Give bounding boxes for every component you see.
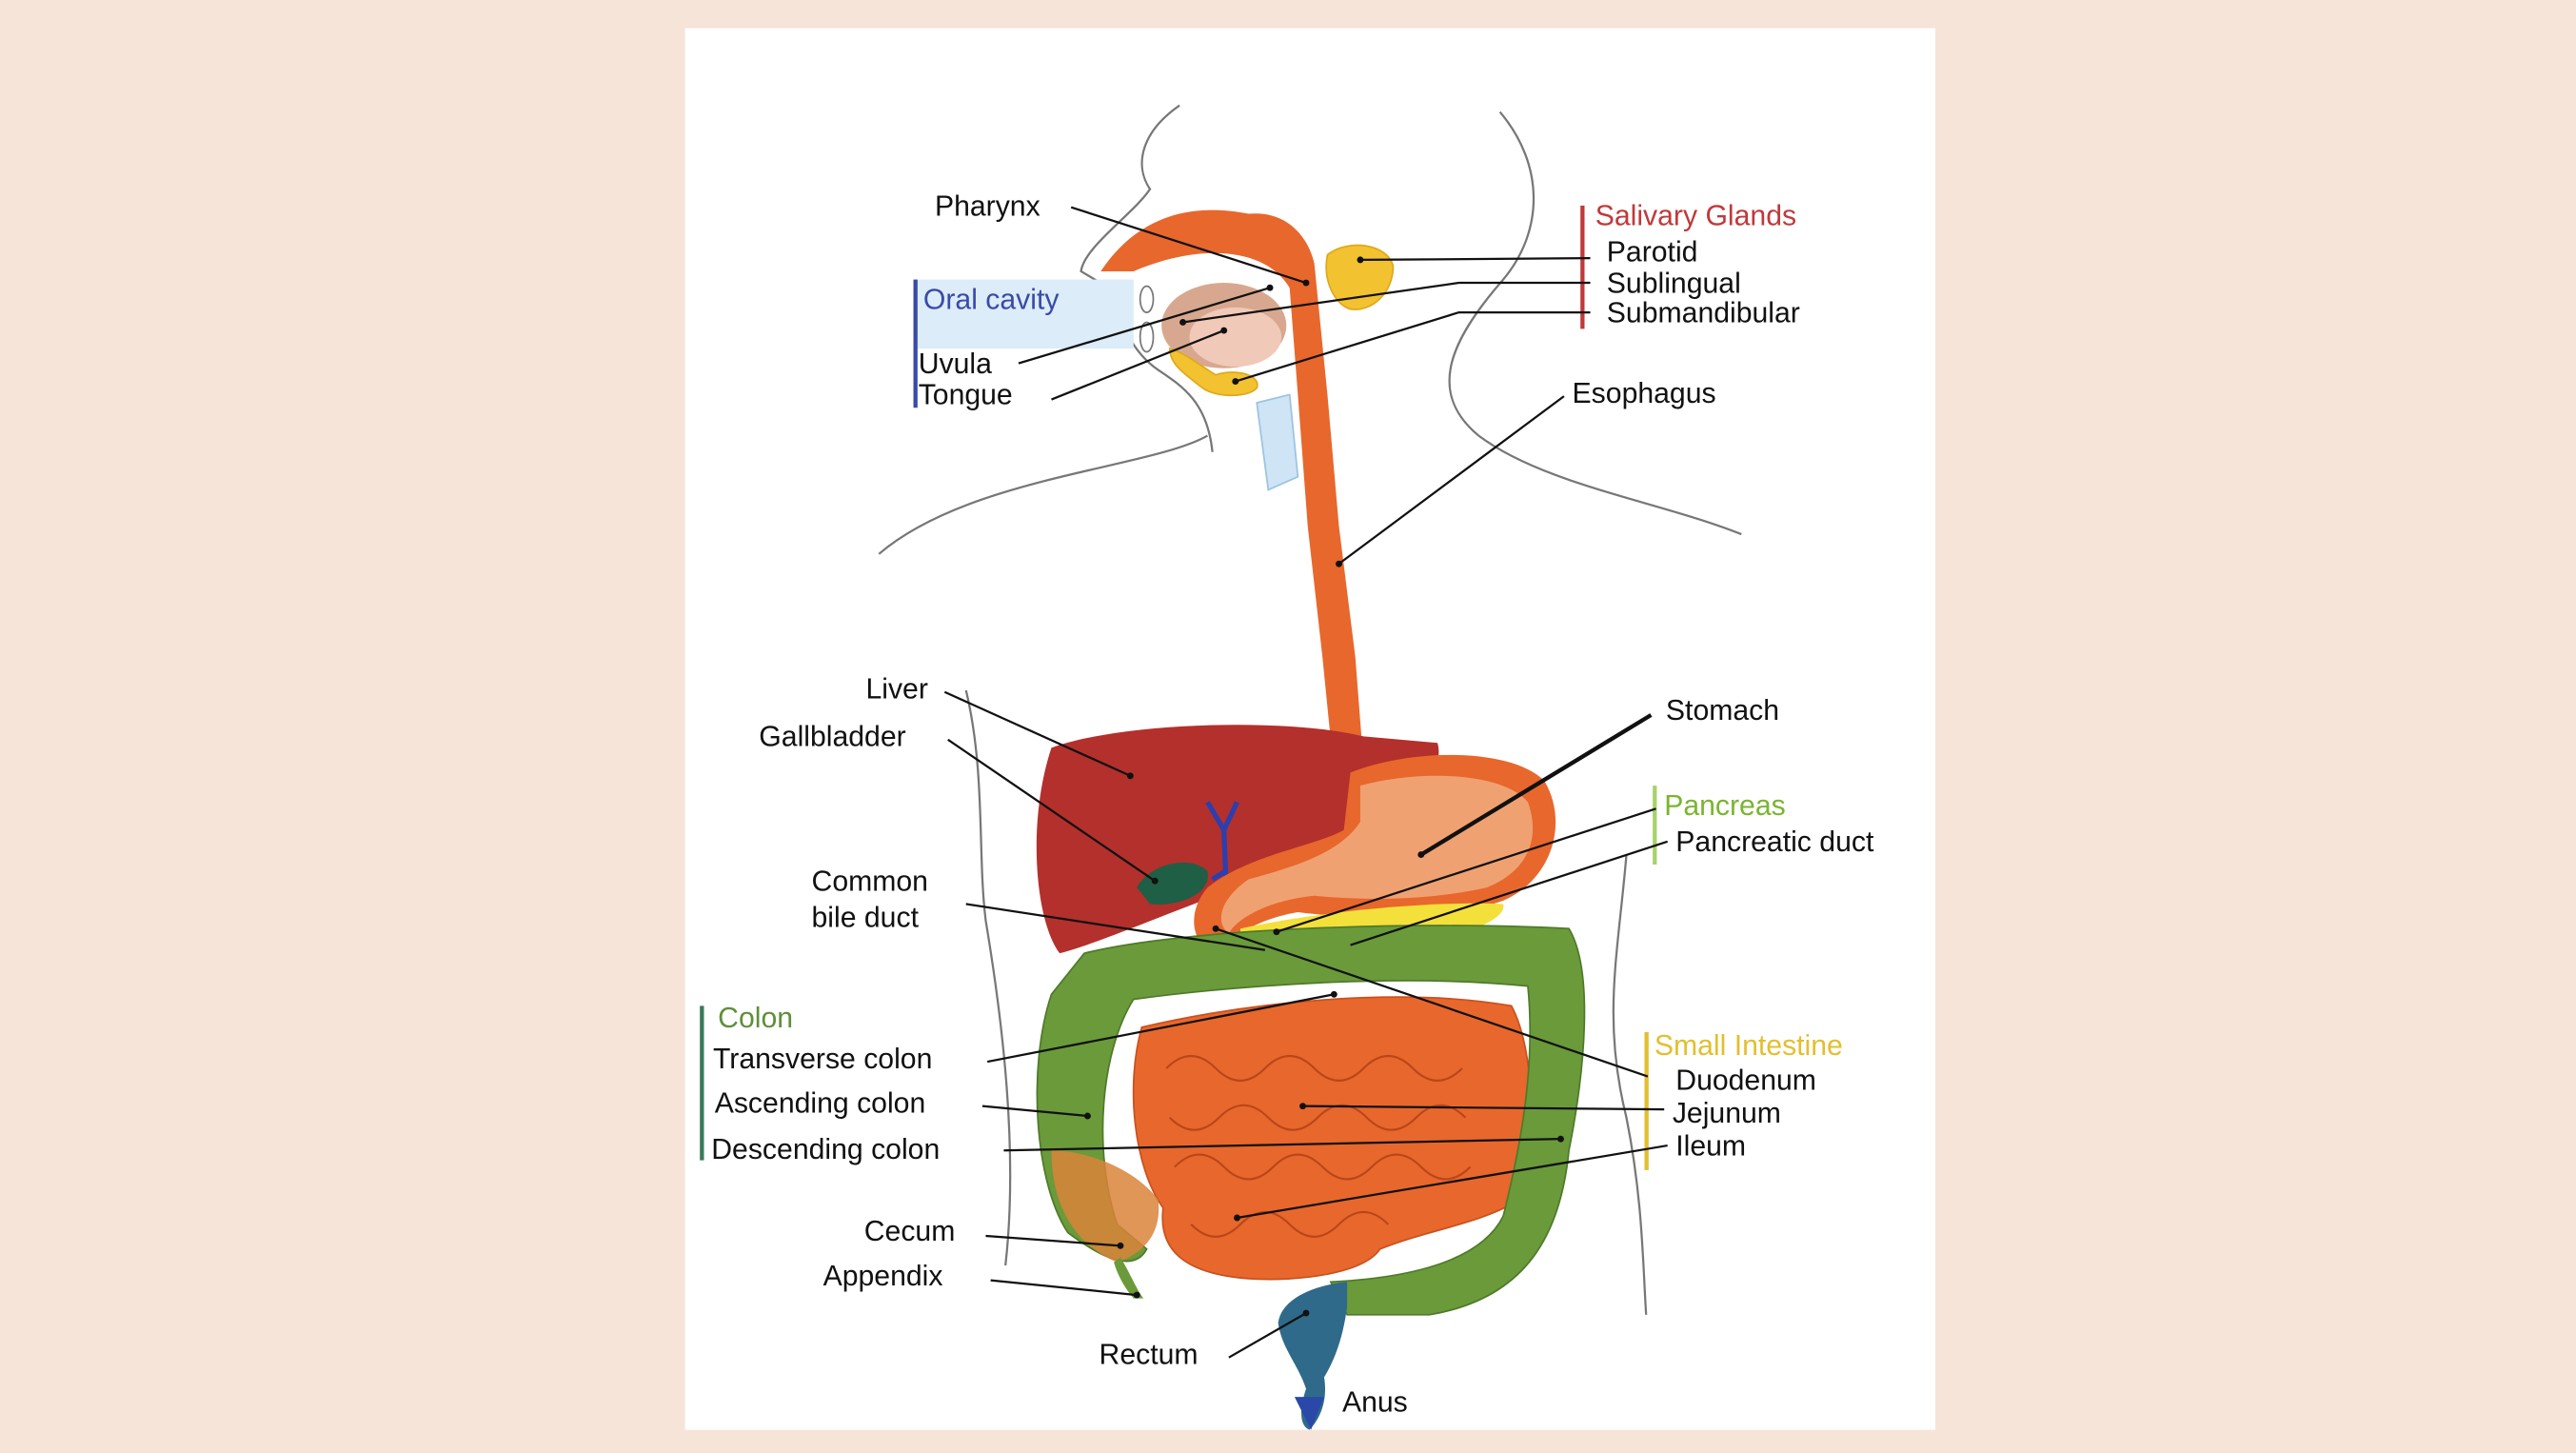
colon-bar (700, 1005, 704, 1161)
label-liver: Liver (865, 674, 927, 706)
label-pancreatic-duct: Pancreatic duct (1675, 826, 1874, 858)
lip-upper (1139, 285, 1155, 313)
pancreas-bar (1653, 786, 1657, 865)
label-ascending-colon: Ascending colon (715, 1088, 926, 1120)
label-rectum: Rectum (1100, 1340, 1199, 1371)
label-tongue: Tongue (919, 380, 1013, 411)
label-anus: Anus (1342, 1387, 1408, 1419)
salivary-glands-bar (1580, 205, 1585, 329)
label-oral-cavity: Oral cavity (923, 285, 1060, 316)
label-ileum: Ileum (1675, 1130, 1746, 1162)
label-duodenum: Duodenum (1675, 1065, 1816, 1096)
small-intestine-bar (1644, 1031, 1649, 1170)
stomach-inner (1220, 775, 1534, 934)
appendix (1114, 1257, 1144, 1299)
small-intestine (1132, 996, 1533, 1281)
liver (1036, 725, 1439, 954)
label-gallbladder: Gallbladder (759, 722, 905, 753)
label-pancreas: Pancreas (1664, 790, 1786, 822)
label-submandibular: Submandibular (1607, 297, 1800, 328)
label-common-bile-duct-line2: bile duct (812, 903, 920, 934)
leader-lines (943, 206, 1668, 1359)
label-sublingual: Sublingual (1607, 268, 1741, 299)
label-common-bile-duct-line1: Common (812, 866, 928, 898)
label-salivary-glands: Salivary Glands (1595, 201, 1796, 232)
pharynx-esophagus (1100, 209, 1374, 830)
label-small-intestine: Small Intestine (1655, 1030, 1843, 1062)
label-esophagus: Esophagus (1573, 378, 1716, 409)
colon (1036, 925, 1586, 1316)
oral-cavity-highlight (915, 279, 1134, 349)
label-stomach: Stomach (1666, 695, 1779, 726)
label-cecum: Cecum (864, 1216, 956, 1247)
tongue-shape-inner (1189, 307, 1282, 368)
oral-cavity-bar (913, 279, 918, 408)
label-uvula: Uvula (919, 348, 992, 380)
label-parotid: Parotid (1607, 237, 1698, 269)
trachea (1256, 393, 1299, 491)
label-descending-colon: Descending colon (711, 1134, 940, 1165)
parotid-gland (1325, 244, 1395, 310)
cecum (1051, 1150, 1159, 1263)
gallbladder (1137, 862, 1208, 905)
label-appendix: Appendix (823, 1261, 943, 1292)
lip-lower (1139, 321, 1155, 353)
label-jejunum: Jejunum (1673, 1098, 1781, 1129)
label-pharynx: Pharynx (935, 190, 1040, 222)
label-transverse-colon: Transverse colon (713, 1044, 932, 1075)
small-intestine-folds (1165, 1055, 1472, 1238)
label-colon: Colon (718, 1003, 793, 1034)
anus (1294, 1397, 1324, 1430)
